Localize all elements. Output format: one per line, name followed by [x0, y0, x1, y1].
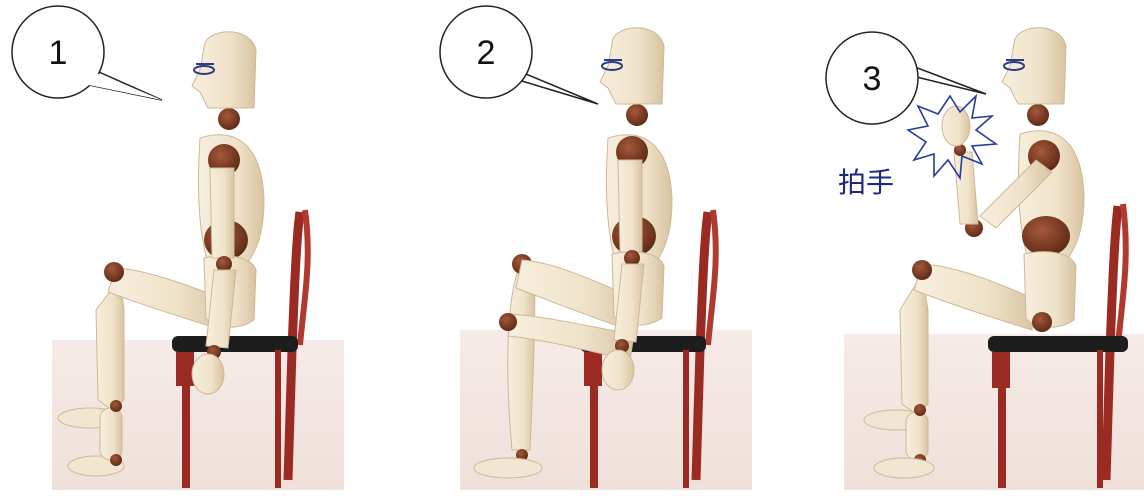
action-label: 拍手: [838, 166, 894, 199]
step-badge-1: 1: [12, 6, 162, 100]
step-number: 1: [49, 34, 68, 72]
step-badge-2: 2: [440, 6, 598, 104]
panel-1: 1: [12, 6, 344, 490]
panel-3: 拍手 3: [826, 28, 1144, 490]
panel-2: 2: [440, 6, 752, 490]
step-number: 3: [863, 60, 882, 98]
step-number: 2: [477, 34, 496, 72]
